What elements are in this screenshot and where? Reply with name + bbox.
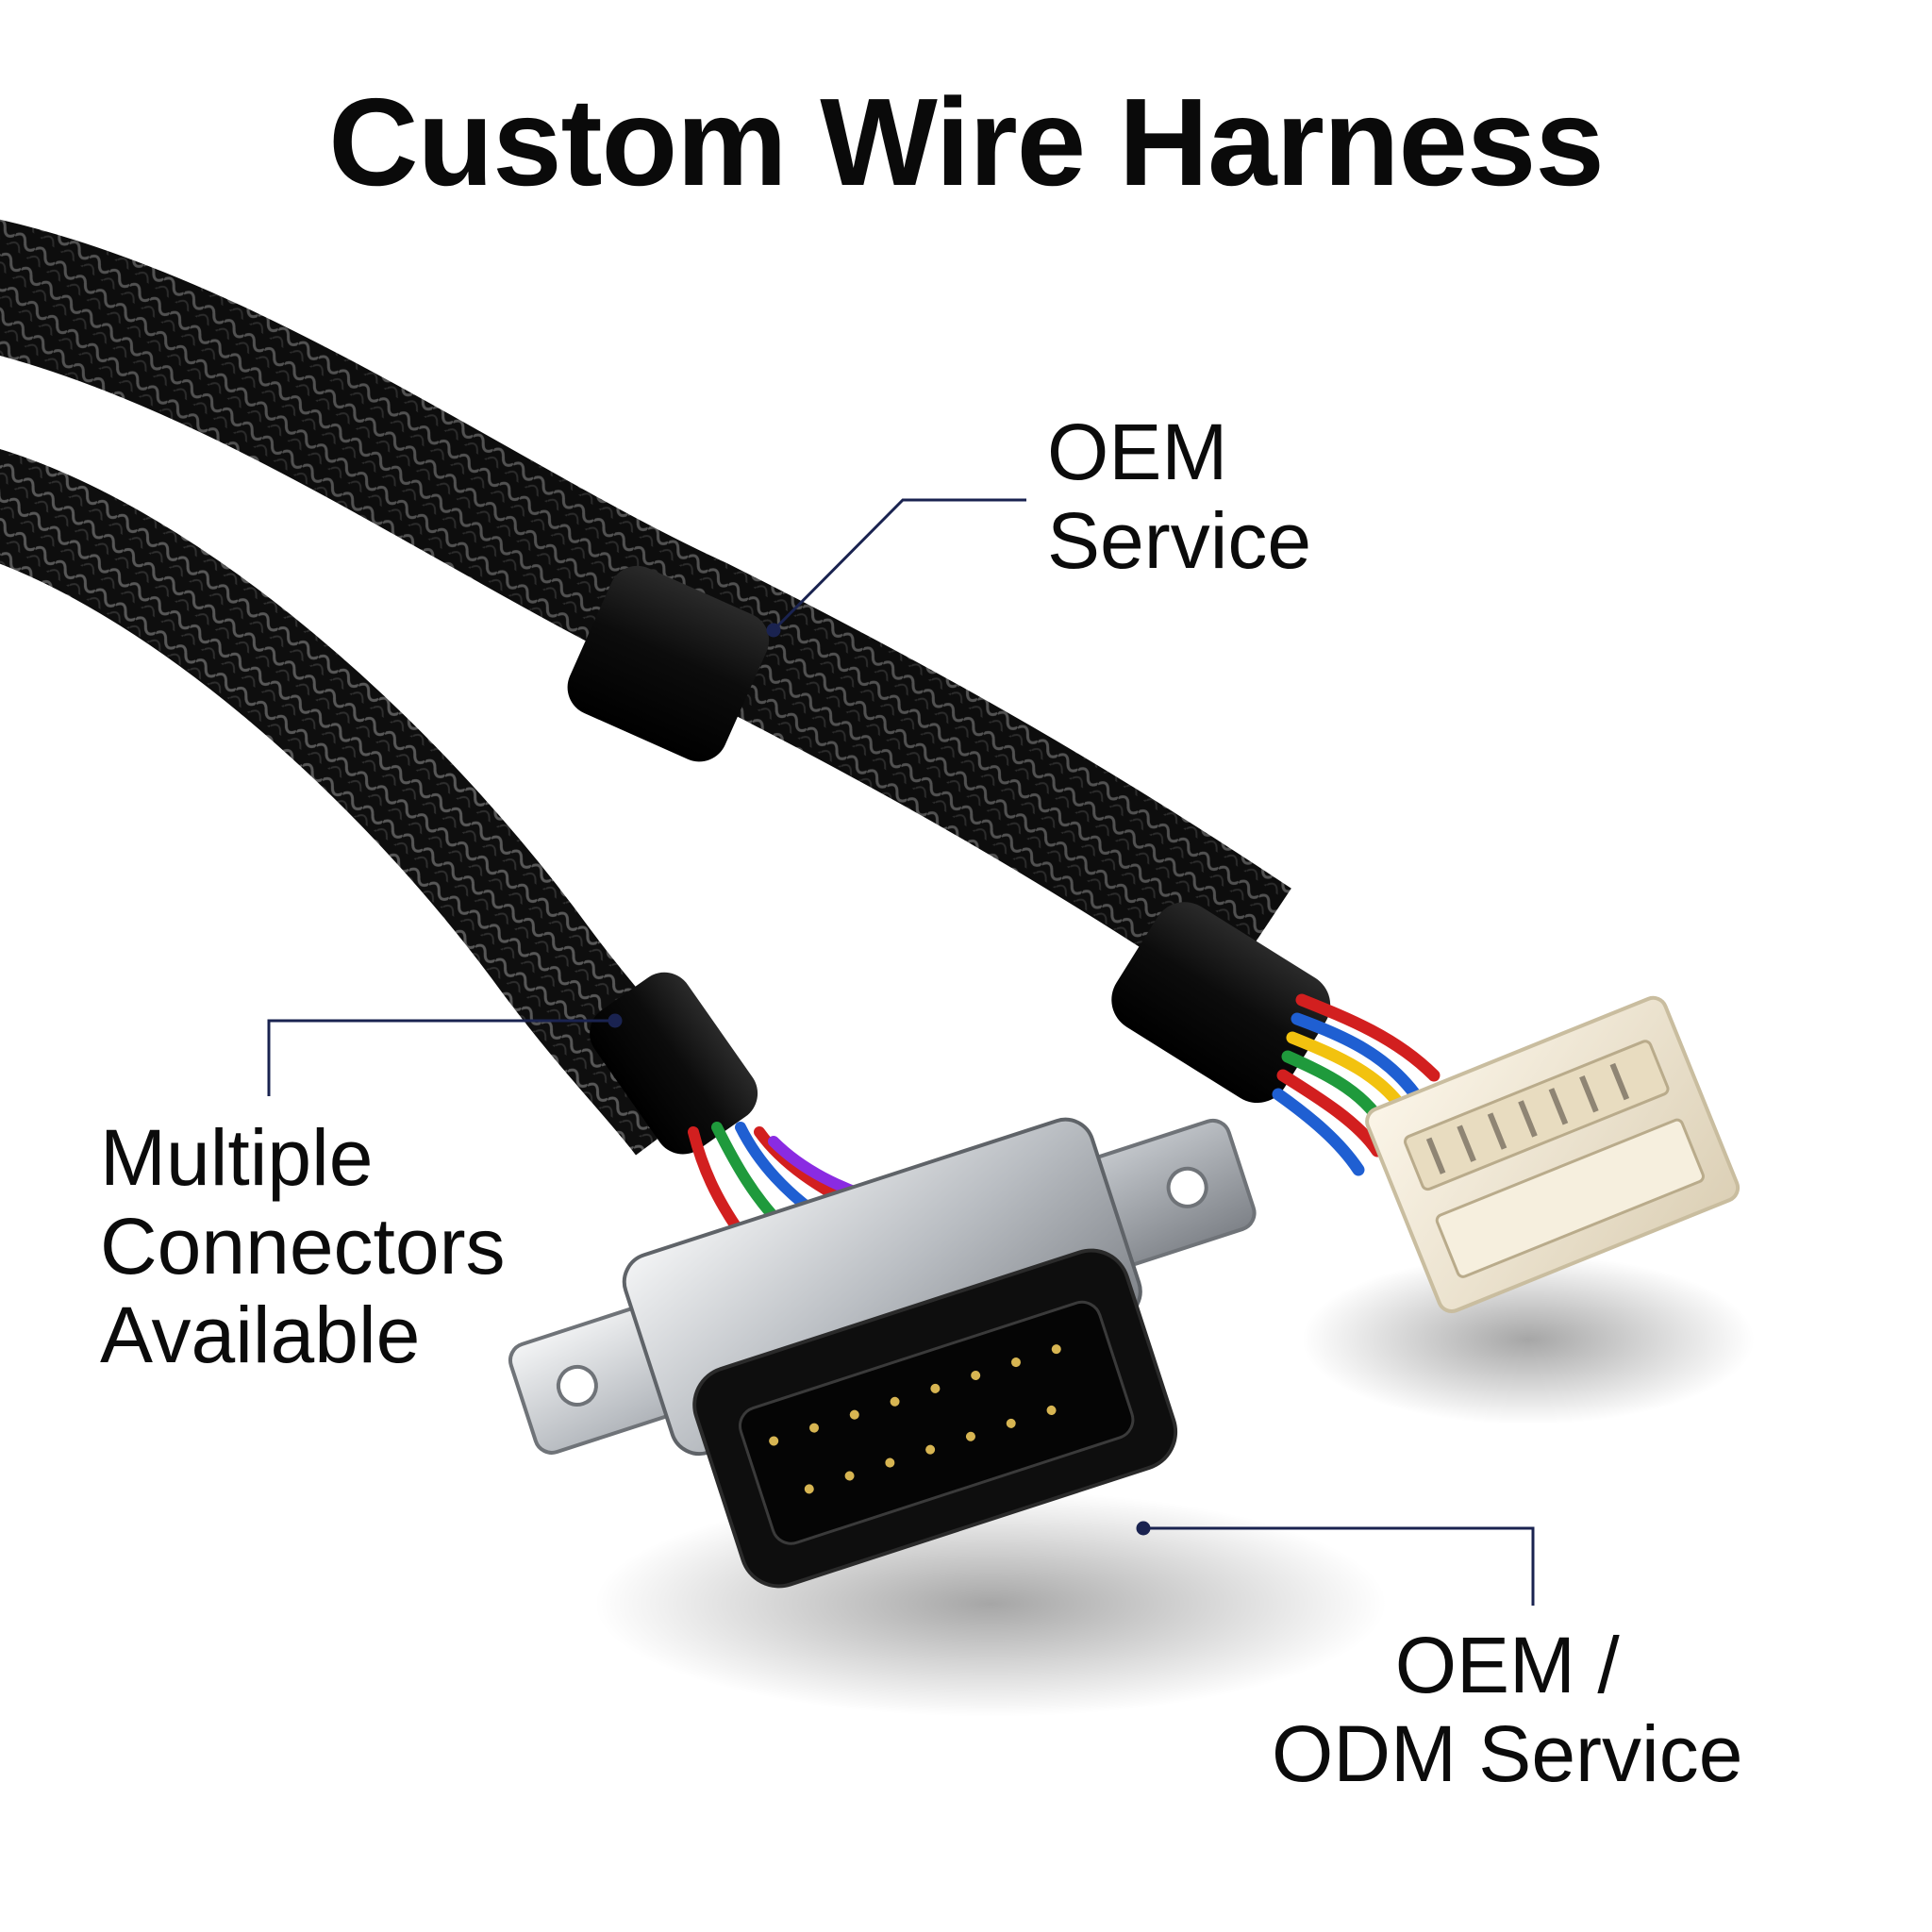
callout-line: OEM — [1047, 408, 1228, 496]
leader-line-odm — [1143, 1526, 1535, 1606]
leader-line-multi — [267, 1019, 615, 1096]
dsub-connector — [508, 1117, 1257, 1589]
callout-line: Multiple — [100, 1113, 374, 1202]
callout-line: Available — [100, 1291, 421, 1380]
heat-shrink-mid — [1111, 902, 1331, 1104]
callout-line: ODM Service — [1272, 1709, 1743, 1799]
heat-shrink-upper — [567, 565, 770, 762]
callout-oem-odm-service: OEM / ODM Service — [1272, 1621, 1742, 1798]
callout-multiple-connectors: Multiple Connectors Available — [100, 1113, 506, 1379]
callout-line: OEM / — [1394, 1621, 1620, 1709]
molex-connector — [1365, 995, 1740, 1313]
leader-line-oem — [772, 498, 1026, 632]
callout-oem-service: OEM Service — [1047, 408, 1311, 585]
callout-line: Service — [1047, 496, 1312, 586]
shadow — [594, 1491, 1387, 1717]
callout-line: Connectors — [100, 1202, 506, 1291]
heat-shrink-lower — [590, 972, 758, 1155]
page-title: Custom Wire Harness — [328, 73, 1605, 211]
leader-lines — [267, 498, 1535, 1606]
shadow — [1302, 1255, 1755, 1424]
